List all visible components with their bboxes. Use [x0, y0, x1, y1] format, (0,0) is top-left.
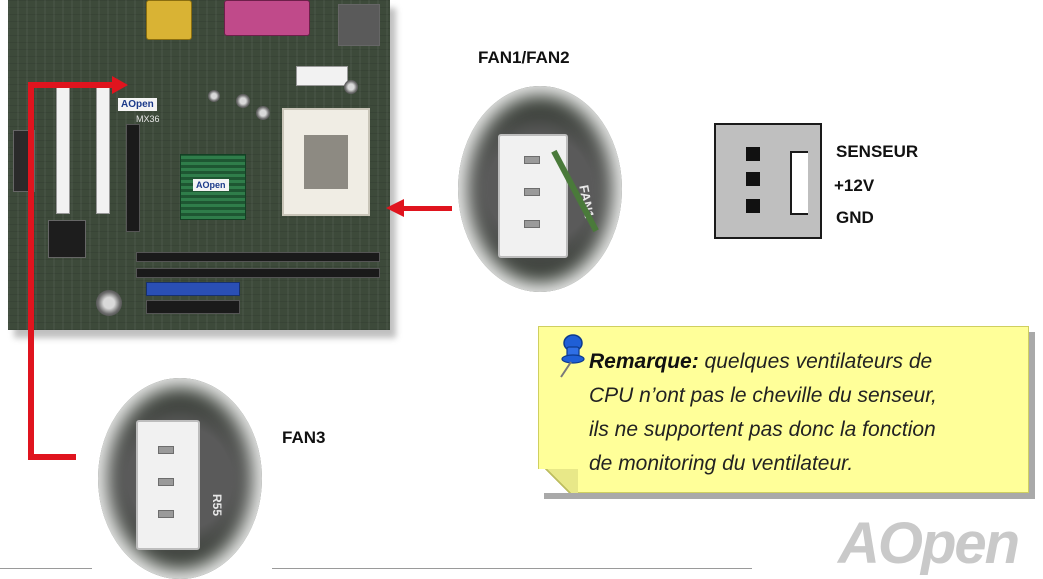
note-lead: Remarque: [589, 350, 699, 373]
pin-12v [746, 172, 760, 186]
cpu-socket [282, 108, 370, 216]
fan-pin [158, 510, 174, 518]
capacitor [256, 106, 270, 120]
aopen-logo: AOpen [838, 511, 1020, 576]
io-port-block [338, 4, 380, 46]
capacitor [236, 94, 250, 108]
fan-pin [158, 478, 174, 486]
fan-pin [158, 446, 174, 454]
atx-power-connector [296, 66, 348, 86]
capacitor [208, 90, 220, 102]
cmos-battery [96, 290, 122, 316]
note-line-3: ils ne supportent pas donc la fonction [589, 418, 936, 441]
agp-slot [126, 124, 140, 232]
note-line-2: CPU n’ont pas le cheville du senseur, [589, 384, 937, 407]
fan-pin [524, 156, 540, 164]
ide-connector [146, 300, 240, 314]
fan-pin-diagram [714, 123, 822, 239]
page-curl [538, 469, 578, 493]
arrow-fan3-bottom [28, 454, 76, 460]
arrow-fan1-head [386, 199, 404, 217]
fan-pin [524, 188, 540, 196]
footer-rule-left [0, 568, 92, 569]
motherboard-image: AOpen MX36 AOpen [8, 0, 390, 330]
pin-gnd [746, 199, 760, 213]
note-text: Remarque: quelques ventilateurs de CPU n… [589, 345, 1009, 481]
board-model-label: MX36 [136, 114, 160, 124]
pci-slot-2 [96, 82, 110, 214]
capacitor [344, 80, 358, 94]
pin-label-sensor: SENSEUR [836, 142, 919, 161]
arrow-fan3-vertical [28, 82, 34, 460]
note-box: Remarque: quelques ventilateurs de CPU n… [538, 326, 1029, 493]
fan3-label: FAN3 [282, 428, 326, 447]
port-yellow [146, 0, 192, 40]
arrow-fan1-line [404, 206, 452, 211]
arrow-fan3-top [28, 82, 114, 88]
fan-header [136, 420, 200, 550]
note-line-1-text: quelques ventilateurs de [698, 350, 933, 373]
pin-label-gnd: GND [836, 208, 874, 227]
connector-notch [790, 151, 808, 215]
note-line-4: de monitoring du ventilateur. [589, 452, 854, 475]
pin-label-12v: +12V [834, 176, 875, 195]
fan1-connector-zoom: FAN1 [458, 86, 622, 292]
pushpin-icon [560, 334, 585, 378]
pci-slot-1 [56, 82, 70, 214]
fan1-fan2-label: FAN1/FAN2 [478, 48, 570, 67]
pin-sensor [746, 147, 760, 161]
r55-silkscreen: R55 [210, 493, 225, 517]
note-line-1: Remarque: quelques ventilateurs de [589, 345, 1009, 379]
fan-header [498, 134, 568, 258]
arrow-fan3-head [112, 76, 128, 94]
ide-connector-blue [146, 282, 240, 296]
chipset-heatsink: AOpen [180, 154, 246, 220]
southbridge-chip [48, 220, 86, 258]
dimm-slot-1 [136, 252, 380, 262]
footer-rule-right [272, 568, 752, 569]
fan3-connector-zoom: R55 [98, 378, 262, 579]
dimm-slot-2 [136, 268, 380, 278]
port-parallel [224, 0, 310, 36]
board-brand-label: AOpen [118, 98, 157, 111]
chip-brand-label: AOpen [193, 179, 229, 191]
fan-pin [524, 220, 540, 228]
